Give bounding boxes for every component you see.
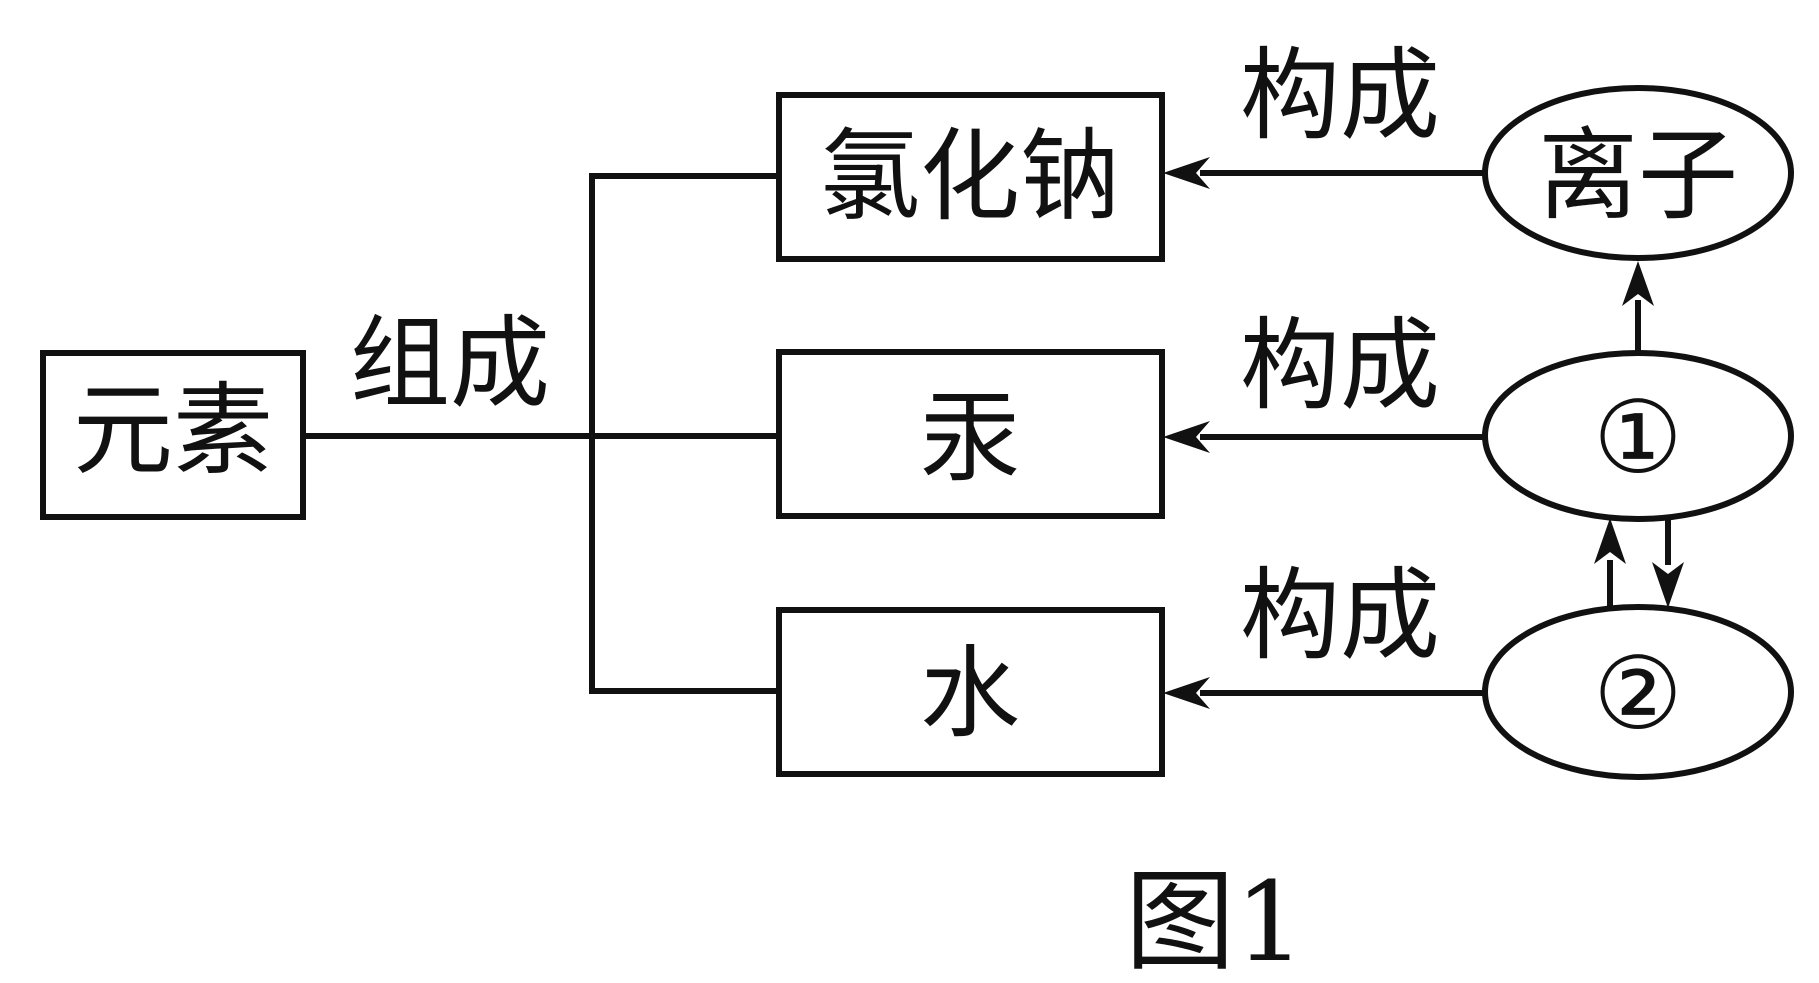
arrowhead-mercury (1163, 421, 1210, 453)
arrowhead-water (1163, 677, 1210, 709)
edge-label-constitute-middle: 构成 (1240, 307, 1440, 424)
node-water-box (776, 607, 1165, 777)
node-sodium-chloride-label: 氯化钠 (820, 118, 1120, 235)
edge-label-compose: 组成 (350, 305, 550, 422)
node-particle-1-ellipse (1482, 350, 1794, 522)
arrowhead-particle-1 (1594, 518, 1626, 564)
node-particle-2-label: ② (1593, 635, 1683, 752)
edge-label-constitute-top: 构成 (1240, 37, 1440, 154)
node-ion-label: 离子 (1538, 117, 1738, 234)
arrowhead-particle-2 (1652, 562, 1684, 608)
arrowhead-ion (1622, 261, 1654, 306)
node-particle-2-ellipse (1482, 604, 1794, 780)
node-water-label: 水 (920, 635, 1020, 752)
node-sodium-chloride-box (776, 92, 1165, 262)
node-mercury-label: 汞 (920, 379, 1020, 496)
node-ion-ellipse (1482, 85, 1794, 261)
node-element-label: 元素 (73, 372, 273, 489)
node-mercury-box (776, 349, 1165, 519)
arrowhead-sodium-chloride (1163, 157, 1210, 189)
node-particle-1-label: ① (1593, 379, 1683, 496)
node-element-box (40, 350, 306, 520)
figure-caption: 图1 (1125, 858, 1305, 983)
edge-label-constitute-bottom: 构成 (1240, 557, 1440, 674)
